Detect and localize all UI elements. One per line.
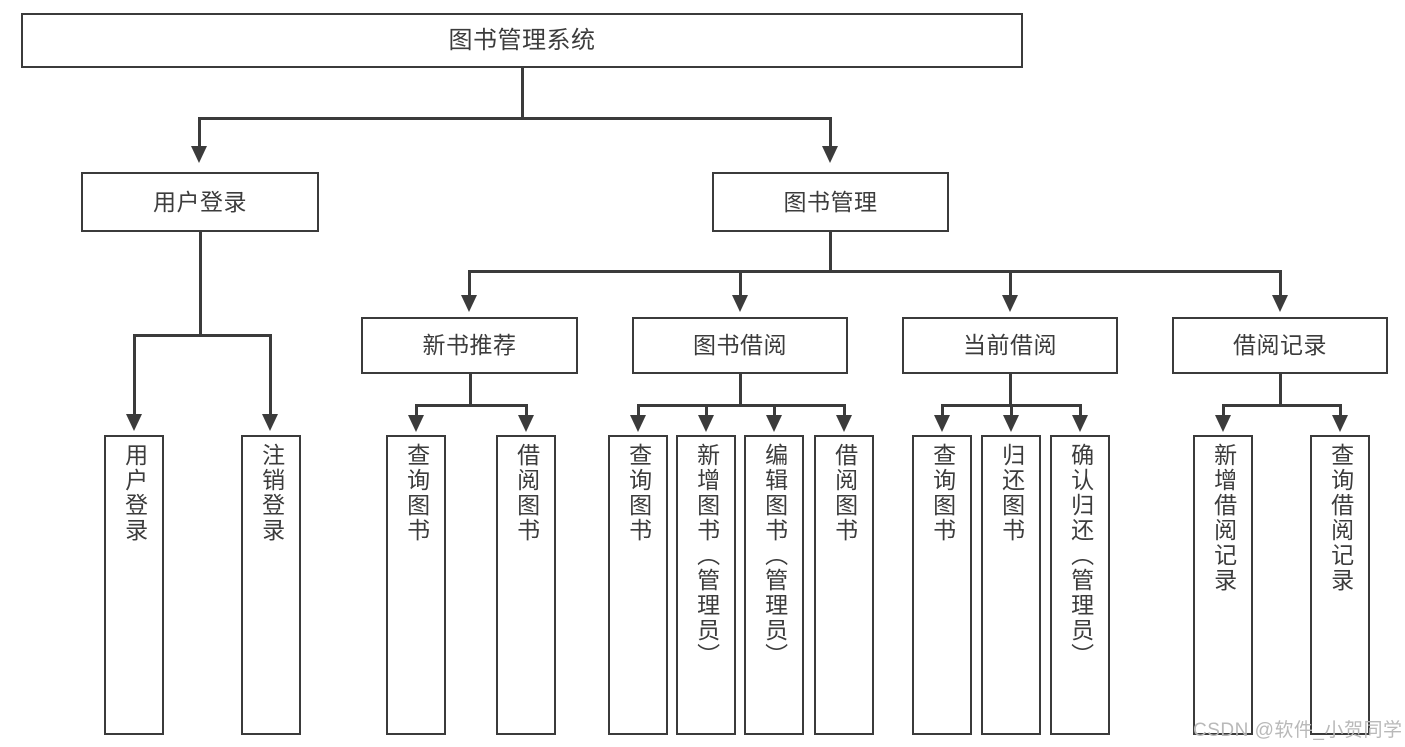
arrow-br-leaf-2 (1332, 415, 1348, 432)
connector-root-to-user-login (198, 117, 201, 147)
connector-cb-drop-3 (1079, 404, 1082, 416)
node-label: 图书管理系统 (448, 26, 596, 54)
arrow-nbr-leaf-1 (408, 415, 424, 432)
leaf-current-borrow-query-book[interactable]: 查询图书 (912, 435, 972, 735)
connector-cb-drop-2 (1010, 404, 1013, 416)
node-label: 新书推荐 (422, 332, 517, 359)
leaf-book-borrow-borrow-book[interactable]: 借阅图书 (814, 435, 874, 735)
leaf-label: 确认归还（管理员） (1067, 443, 1094, 668)
arrow-bb-leaf-1 (630, 415, 646, 432)
arrow-bb-leaf-3 (766, 415, 782, 432)
leaf-user-login-logout[interactable]: 注销登录 (241, 435, 301, 735)
arrow-bm-to-book-borrow (732, 295, 748, 312)
arrow-bm-to-current-borrow (1002, 295, 1018, 312)
leaf-label: 用户登录 (121, 443, 148, 543)
connector-book-management-bus (468, 270, 1279, 273)
connector-bb-drop-3 (773, 404, 776, 416)
arrow-user-login-leaf-2 (262, 414, 278, 431)
csdn-watermark: CSDN @软件_小贺同学 (1193, 720, 1403, 741)
arrow-cb-leaf-2 (1003, 415, 1019, 432)
leaf-current-borrow-confirm-return-admin[interactable]: 确认归还（管理员） (1050, 435, 1110, 735)
arrow-root-to-book-management (822, 146, 838, 163)
connector-nbr-drop-1 (415, 404, 418, 416)
connector-br-bus (1222, 404, 1341, 407)
arrow-bm-to-borrow-record (1272, 295, 1288, 312)
node-current-borrow[interactable]: 当前借阅 (902, 317, 1118, 374)
connector-root-bus (198, 117, 832, 120)
connector-bm-drop-3 (1009, 270, 1012, 296)
leaf-label: 新增图书（管理员） (693, 443, 720, 668)
leaf-current-borrow-return-book[interactable]: 归还图书 (981, 435, 1041, 735)
arrow-br-leaf-1 (1215, 415, 1231, 432)
node-label: 借阅记录 (1233, 332, 1327, 359)
leaf-label: 查询图书 (929, 443, 956, 543)
node-label: 当前借阅 (963, 332, 1057, 359)
leaf-new-book-borrow-book[interactable]: 借阅图书 (496, 435, 556, 735)
connector-bm-drop-2 (739, 270, 742, 296)
connector-bb-drop-4 (843, 404, 846, 416)
node-label: 用户登录 (153, 188, 247, 215)
connector-bb-drop-2 (705, 404, 708, 416)
leaf-label: 借阅图书 (831, 443, 858, 543)
connector-nbr-drop-2 (525, 404, 528, 416)
connector-br-drop-2 (1339, 404, 1342, 416)
connector-book-management-stem (829, 232, 832, 271)
connector-nbr-stem (469, 374, 472, 405)
node-user-login[interactable]: 用户登录 (81, 172, 319, 232)
connector-root-to-book-management (829, 117, 832, 147)
connector-cb-stem (1009, 374, 1012, 405)
arrow-nbr-leaf-2 (518, 415, 534, 432)
arrow-root-to-user-login (191, 146, 207, 163)
leaf-label: 借阅图书 (513, 443, 540, 543)
node-label: 图书借阅 (693, 332, 787, 359)
node-new-book-recommend[interactable]: 新书推荐 (361, 317, 578, 374)
connector-user-login-drop-2 (269, 334, 272, 414)
arrow-user-login-leaf-1 (126, 414, 142, 431)
leaf-borrow-record-add-record[interactable]: 新增借阅记录 (1193, 435, 1253, 735)
arrow-bb-leaf-4 (836, 415, 852, 432)
leaf-label: 编辑图书（管理员） (761, 443, 788, 668)
arrow-bb-leaf-2 (698, 415, 714, 432)
connector-bb-drop-1 (637, 404, 640, 416)
connector-bb-stem (739, 374, 742, 405)
leaf-borrow-record-query-record[interactable]: 查询借阅记录 (1310, 435, 1370, 735)
leaf-label: 查询图书 (403, 443, 430, 543)
arrow-cb-leaf-3 (1072, 415, 1088, 432)
node-book-management-system[interactable]: 图书管理系统 (21, 13, 1023, 68)
connector-br-stem (1279, 374, 1282, 405)
leaf-new-book-query-book[interactable]: 查询图书 (386, 435, 446, 735)
connector-bm-drop-1 (468, 270, 471, 296)
connector-nbr-bus (415, 404, 527, 407)
connector-bb-bus (637, 404, 845, 407)
connector-user-login-bus (133, 334, 271, 337)
leaf-label: 查询借阅记录 (1327, 443, 1354, 593)
connector-bm-drop-4 (1279, 270, 1282, 296)
connector-user-login-stem (199, 232, 202, 335)
leaf-label: 新增借阅记录 (1210, 443, 1237, 593)
connector-br-drop-1 (1222, 404, 1225, 416)
leaf-user-login-login[interactable]: 用户登录 (104, 435, 164, 735)
connector-root-stem (521, 68, 524, 118)
arrow-cb-leaf-1 (934, 415, 950, 432)
connector-user-login-drop-1 (133, 334, 136, 414)
leaf-label: 归还图书 (998, 443, 1025, 543)
leaf-book-borrow-edit-book-admin[interactable]: 编辑图书（管理员） (744, 435, 804, 735)
leaf-book-borrow-query-book[interactable]: 查询图书 (608, 435, 668, 735)
arrow-bm-to-new-book-recommend (461, 295, 477, 312)
connector-cb-drop-1 (941, 404, 944, 416)
node-borrow-record[interactable]: 借阅记录 (1172, 317, 1388, 374)
node-book-management[interactable]: 图书管理 (712, 172, 949, 232)
leaf-book-borrow-add-book-admin[interactable]: 新增图书（管理员） (676, 435, 736, 735)
leaf-label: 查询图书 (625, 443, 652, 543)
node-label: 图书管理 (783, 188, 878, 215)
leaf-label: 注销登录 (258, 443, 285, 543)
node-book-borrow[interactable]: 图书借阅 (632, 317, 848, 374)
